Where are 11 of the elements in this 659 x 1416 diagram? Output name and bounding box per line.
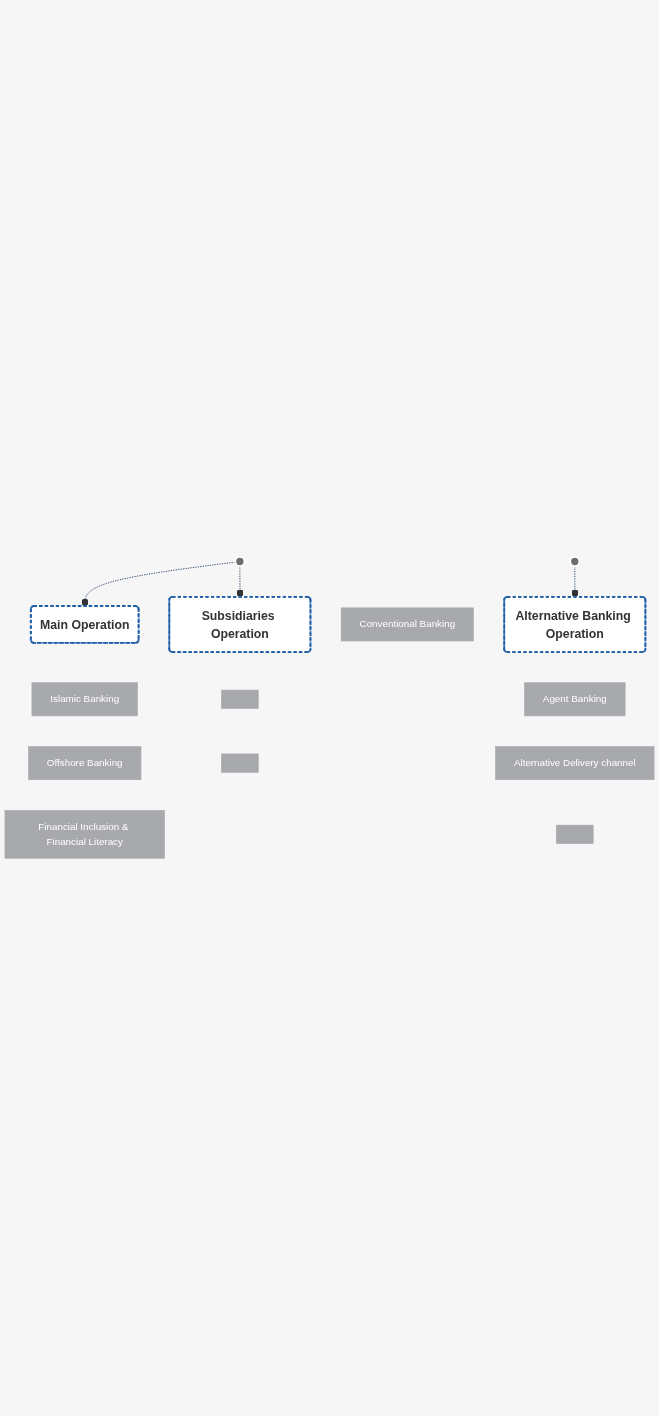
- node-box: Alternative Delivery channel: [495, 746, 655, 781]
- node-box: Financial Inclusion & Financial Literacy: [4, 810, 165, 859]
- node-box: Agent Banking: [524, 682, 626, 717]
- node-box: Conventional Banking: [340, 607, 474, 642]
- node-box: [221, 754, 259, 774]
- node-circle: [234, 556, 246, 568]
- node-box: Islamic Banking: [31, 682, 138, 717]
- node-box: [556, 825, 594, 845]
- node-circle: [569, 556, 581, 568]
- node-box: [221, 690, 259, 710]
- node-box: Offshore Banking: [28, 746, 142, 781]
